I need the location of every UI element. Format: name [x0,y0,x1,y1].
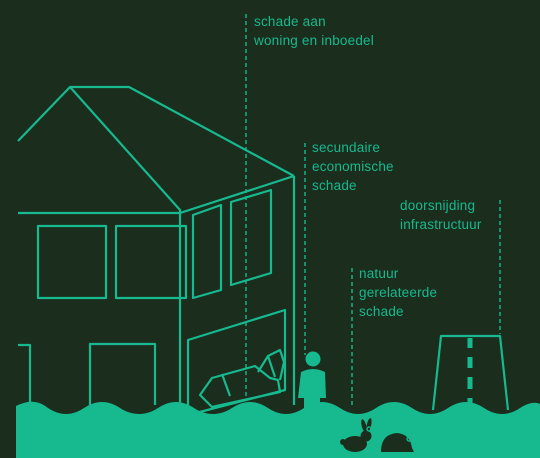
label-secondary-economic-line3: schade [312,178,357,193]
label-secondary-economic-line1: secundaire [312,140,381,155]
road-icon [431,334,510,411]
bubbles-right [401,423,424,448]
label-infrastructure-line2: infrastructuur [400,217,482,232]
water-waves [16,401,540,458]
hedgehog-icon [381,433,414,452]
label-infrastructure-line1: doorsnijding [400,198,476,213]
label-secondary-economic-line2: economische [312,159,394,174]
label-home-damage: schade aan woning en inboedel [254,12,374,50]
flooded-car-icon [198,348,286,409]
label-home-damage-line1: schade aan [254,14,326,29]
house-icon [17,85,296,420]
leader-lines [245,14,501,405]
label-home-damage-line2: woning en inboedel [254,33,374,48]
label-nature-line1: natuur [359,266,399,281]
label-nature: natuur gerelateerde schade [359,264,437,321]
label-nature-line3: schade [359,304,404,319]
label-nature-line2: gerelateerde [359,285,438,300]
bubbles-left [366,416,379,432]
label-secondary-economic: secundaire economische schade [312,138,394,195]
label-infrastructure: doorsnijding infrastructuur [400,196,482,234]
